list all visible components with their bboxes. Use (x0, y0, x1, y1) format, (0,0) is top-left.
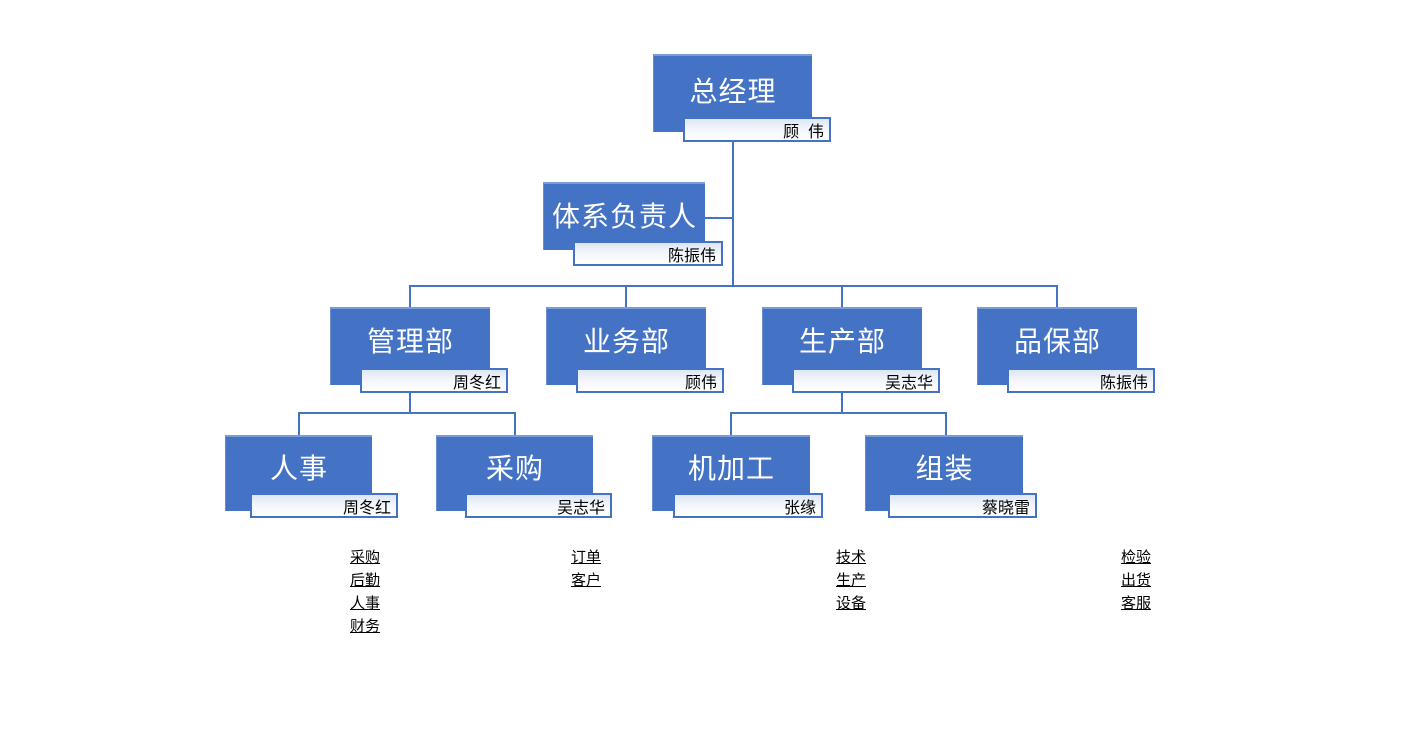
org-node-production-dept-title: 生产部 (798, 326, 886, 357)
org-node-ceo-title: 总经理 (689, 76, 777, 107)
org-node-system-lead[interactable]: 体系负责人 (543, 182, 705, 250)
list-item[interactable]: 检验 (1120, 549, 1151, 566)
list-item[interactable]: 人事 (349, 595, 380, 612)
list-item[interactable]: 客服 (1120, 595, 1151, 612)
org-node-machining-title: 机加工 (687, 453, 775, 484)
org-node-business-dept-title: 业务部 (582, 326, 670, 357)
org-node-hr-person[interactable]: 周冬红 (250, 493, 398, 518)
list-item[interactable]: 生产 (835, 572, 866, 589)
list-item[interactable]: 订单 (570, 549, 601, 566)
function-list-quality: 检验 出货 客服 (1096, 546, 1176, 615)
org-node-system-lead-title: 体系负责人 (551, 201, 697, 232)
list-item[interactable]: 采购 (349, 549, 380, 566)
list-item[interactable]: 设备 (835, 595, 866, 612)
org-node-admin-dept-title: 管理部 (366, 326, 454, 357)
function-list-admin: 采购 后勤 人事 财务 (325, 546, 405, 638)
list-item[interactable]: 技术 (835, 549, 866, 566)
function-list-production: 技术 生产 设备 (811, 546, 891, 615)
org-node-admin-dept-person[interactable]: 周冬红 (360, 368, 508, 393)
org-node-purchasing-title: 采购 (485, 453, 544, 484)
list-item[interactable]: 财务 (349, 618, 380, 635)
org-node-quality-dept-person[interactable]: 陈振伟 (1007, 368, 1155, 393)
org-node-machining-person[interactable]: 张缘 (673, 493, 823, 518)
org-node-assembly-person[interactable]: 蔡晓雷 (888, 493, 1037, 518)
function-list-sales: 订单 客户 (546, 546, 626, 592)
org-node-assembly-title: 组装 (915, 453, 974, 484)
org-node-ceo-person[interactable]: 顾 伟 (683, 117, 831, 142)
org-node-business-dept-person[interactable]: 顾伟 (576, 368, 724, 393)
list-item[interactable]: 出货 (1120, 572, 1151, 589)
org-node-system-lead-person[interactable]: 陈振伟 (573, 241, 723, 266)
org-node-quality-dept-title: 品保部 (1013, 326, 1101, 357)
org-node-purchasing-person[interactable]: 吴志华 (465, 493, 612, 518)
org-node-hr-title: 人事 (269, 453, 328, 484)
list-item[interactable]: 后勤 (349, 572, 380, 589)
org-node-production-dept-person[interactable]: 吴志华 (792, 368, 940, 393)
list-item[interactable]: 客户 (570, 572, 601, 589)
